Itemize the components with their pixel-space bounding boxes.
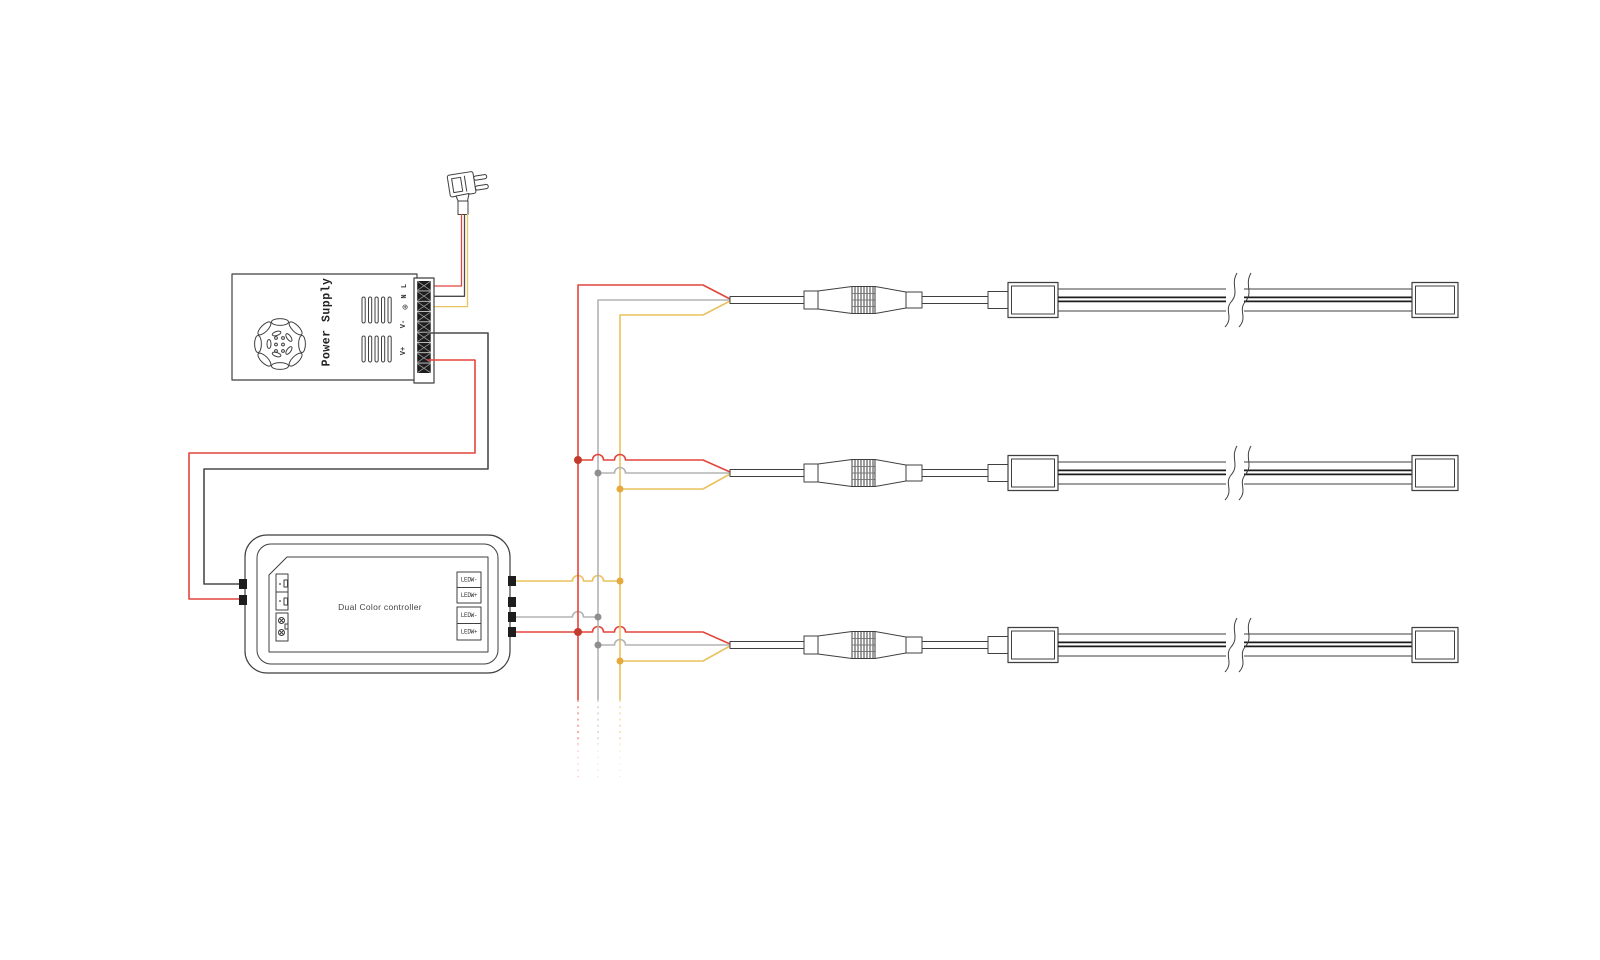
junction-dot-yellow (616, 577, 624, 585)
controller-right-tab (508, 627, 516, 637)
fan-icon (254, 318, 306, 370)
vent-slots (361, 296, 392, 363)
ac-plug-icon (446, 171, 489, 215)
junction-dot-red (574, 456, 582, 464)
power-supply: Power Supply L N ⊕ V- V+ (231, 273, 435, 384)
junction-dot-yellow (616, 485, 624, 493)
junction-dot-red (574, 628, 582, 636)
wire-out-gray (516, 610, 598, 618)
terminal-screw (416, 301, 432, 312)
wire-v-plus (188, 359, 476, 600)
wire-live-red (427, 214, 463, 287)
terminal-screw (416, 342, 432, 353)
output-terminal-label-4: LEDW+ (461, 629, 478, 636)
controller-left-tab (239, 595, 247, 605)
controller-right-tab (508, 597, 516, 607)
junction-dot-gray (594, 641, 602, 649)
terminal-screw (416, 311, 432, 322)
controller-dip-block (275, 573, 289, 611)
plug-prong (473, 174, 488, 181)
controller-left-tab (239, 579, 247, 589)
wire-out-yellow (516, 574, 620, 582)
controller-right-tab (508, 612, 516, 622)
feed-gray-strip2 (598, 466, 730, 474)
bus-gray (597, 299, 730, 700)
power-supply-label: Power Supply (321, 278, 334, 367)
feed-yellow-strip3 (620, 645, 731, 662)
output-terminal-label-3: LEDW- (461, 612, 478, 619)
wire-ground-yellow (427, 214, 469, 308)
terminal-label-L: L (401, 284, 409, 288)
led-strip-2 (729, 445, 1459, 501)
terminal-label-N: N (401, 294, 409, 298)
controller-panel (268, 556, 489, 653)
led-strip-1 (729, 272, 1459, 328)
terminal-screw (416, 332, 432, 343)
wire-neutral-dark (427, 214, 466, 297)
output-terminal-label-1: LEDW- (461, 577, 478, 584)
controller-label: Dual Color controller (338, 602, 422, 612)
wire-v-minus (203, 332, 489, 585)
wire-out-red-strip3 (516, 625, 731, 645)
terminal-screw (416, 290, 432, 302)
junction-dot-gray (594, 469, 602, 477)
feed-yellow-strip2 (620, 473, 731, 490)
dual-color-controller: Dual Color controller LEDW- LEDW+ LEDW- … (239, 534, 516, 674)
junction-dot-yellow (616, 657, 624, 665)
feed-red-strip2 (578, 453, 731, 473)
feed-gray-strip3 (598, 638, 730, 646)
terminal-label-v-minus: V- (400, 320, 408, 328)
terminal-screw (416, 362, 432, 374)
plug-cable-boot (457, 200, 469, 215)
controller-output-terminals: LEDW- LEDW+ LEDW- LEDW+ (456, 571, 482, 641)
led-strip-3 (729, 617, 1459, 673)
bus-red (577, 284, 731, 700)
bus-yellow (619, 300, 731, 700)
plug-prong (474, 183, 489, 191)
junction-dot-gray (594, 613, 602, 621)
controller-right-tab (508, 576, 516, 586)
terminal-block (413, 277, 435, 384)
output-terminal-label-2: LEDW+ (461, 592, 478, 599)
terminal-label-ground: ⊕ (401, 304, 410, 310)
terminal-label-v-plus: V+ (400, 347, 408, 355)
terminal-screw (416, 321, 432, 333)
terminal-screw (416, 280, 432, 292)
controller-input-block (275, 612, 289, 642)
terminal-screw (416, 352, 432, 364)
